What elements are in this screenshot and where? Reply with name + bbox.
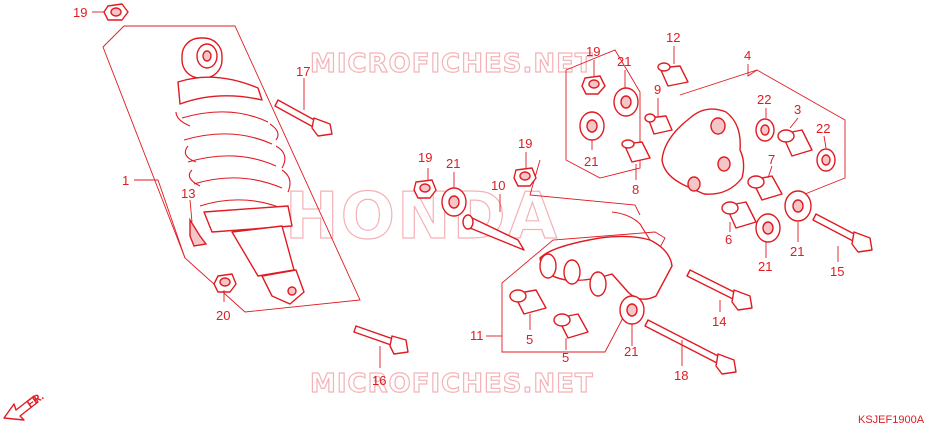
- link-group-outline: [501, 231, 666, 353]
- shock-lower-seat: [203, 205, 293, 233]
- bushing-21-lower-middle: [619, 295, 645, 325]
- bearing-7: [747, 175, 783, 201]
- callout-21-f: 21: [624, 344, 638, 359]
- nut-19-middle-left: [413, 179, 437, 199]
- arm-group-outline: [679, 69, 846, 201]
- shock-arm-4: [661, 108, 745, 195]
- callout-15: 15: [830, 264, 844, 279]
- callout-19-d: 19: [518, 136, 532, 151]
- arrow-icon: [3, 395, 39, 421]
- callout-10: 10: [491, 178, 505, 193]
- callout-22-b: 22: [816, 121, 830, 136]
- callout-19-b: 19: [586, 44, 600, 59]
- shock-spring-ends: [175, 111, 291, 193]
- callout-21-a: 21: [617, 54, 631, 69]
- nut-20: [213, 273, 237, 293]
- bushing-21-left: [579, 111, 605, 141]
- seal-22-right: [816, 148, 836, 172]
- collar-8: [621, 139, 651, 163]
- callout-19-c: 19: [418, 150, 432, 165]
- callout-21-e: 21: [758, 259, 772, 274]
- shock-spring-coils: [181, 111, 287, 211]
- callout-22-a: 22: [757, 92, 771, 107]
- callout-16: 16: [372, 373, 386, 388]
- callout-5-a: 5: [526, 332, 533, 347]
- callout-9: 9: [654, 82, 661, 97]
- bushing-21-middle-left: [441, 187, 467, 217]
- callout-14: 14: [712, 314, 726, 329]
- callout-4: 4: [744, 48, 751, 63]
- shock-body: [231, 225, 295, 277]
- bolt-17: [274, 99, 333, 137]
- bearing-3: [777, 129, 813, 157]
- link-upper-arm: [611, 211, 651, 241]
- callout-8: 8: [632, 182, 639, 197]
- bolt-18: [644, 319, 737, 375]
- callout-20: 20: [216, 308, 230, 323]
- callout-1: 1: [122, 173, 129, 188]
- callout-3: 3: [794, 102, 801, 117]
- bolt-15: [812, 213, 873, 253]
- nut-19-upper: [581, 75, 606, 95]
- callout-17: 17: [296, 64, 310, 79]
- watermark-top: MICROFICHES.NET: [310, 49, 594, 79]
- callout-21-c: 21: [446, 156, 460, 171]
- seal-22-left: [755, 118, 775, 142]
- collar-9: [644, 113, 673, 135]
- pipe-10: [462, 214, 525, 251]
- bushing-21-right-lower: [755, 213, 781, 243]
- watermark-bottom: MICROFICHES.NET: [310, 369, 594, 399]
- rear-shock-absorber: [175, 37, 305, 305]
- shock-lower-eye: [261, 269, 305, 305]
- callout-7: 7: [768, 152, 775, 167]
- shock-link-11: [539, 211, 673, 300]
- callout-numbers: 19 17 1 13 20 16 12 19 21 9 4 22 3 22 21…: [73, 5, 844, 388]
- callout-18: 18: [674, 368, 688, 383]
- callout-5-b: 5: [562, 350, 569, 365]
- shock-top-hole: [202, 50, 212, 62]
- collar-12: [657, 62, 689, 87]
- callout-21-d: 21: [790, 244, 804, 259]
- diagram-code: KSJEF1900A: [858, 414, 925, 426]
- callout-6: 6: [725, 232, 732, 247]
- leader-lines: [92, 11, 839, 368]
- nut-19-middle: [513, 167, 537, 187]
- caution-label-13: [189, 217, 208, 247]
- collar-5-upper: [509, 289, 547, 315]
- callout-11: 11: [470, 328, 484, 343]
- collar-group-outline: [565, 49, 641, 179]
- bushing-21-upper: [613, 87, 639, 117]
- callout-12: 12: [666, 30, 680, 45]
- front-direction-arrow: FR.: [3, 390, 46, 421]
- collar-5-lower: [553, 313, 589, 339]
- callout-13: 13: [181, 186, 195, 201]
- bushing-21-right-upper: [784, 190, 812, 222]
- nut-19-top: [103, 3, 129, 21]
- callout-19-a: 19: [73, 5, 87, 20]
- bolt-16: [353, 325, 409, 355]
- bearing-6: [721, 201, 757, 229]
- shock-lower-hole: [287, 286, 297, 296]
- callout-21-b: 21: [584, 154, 598, 169]
- bolt-14: [686, 269, 753, 311]
- shock-upper-seat: [177, 76, 263, 105]
